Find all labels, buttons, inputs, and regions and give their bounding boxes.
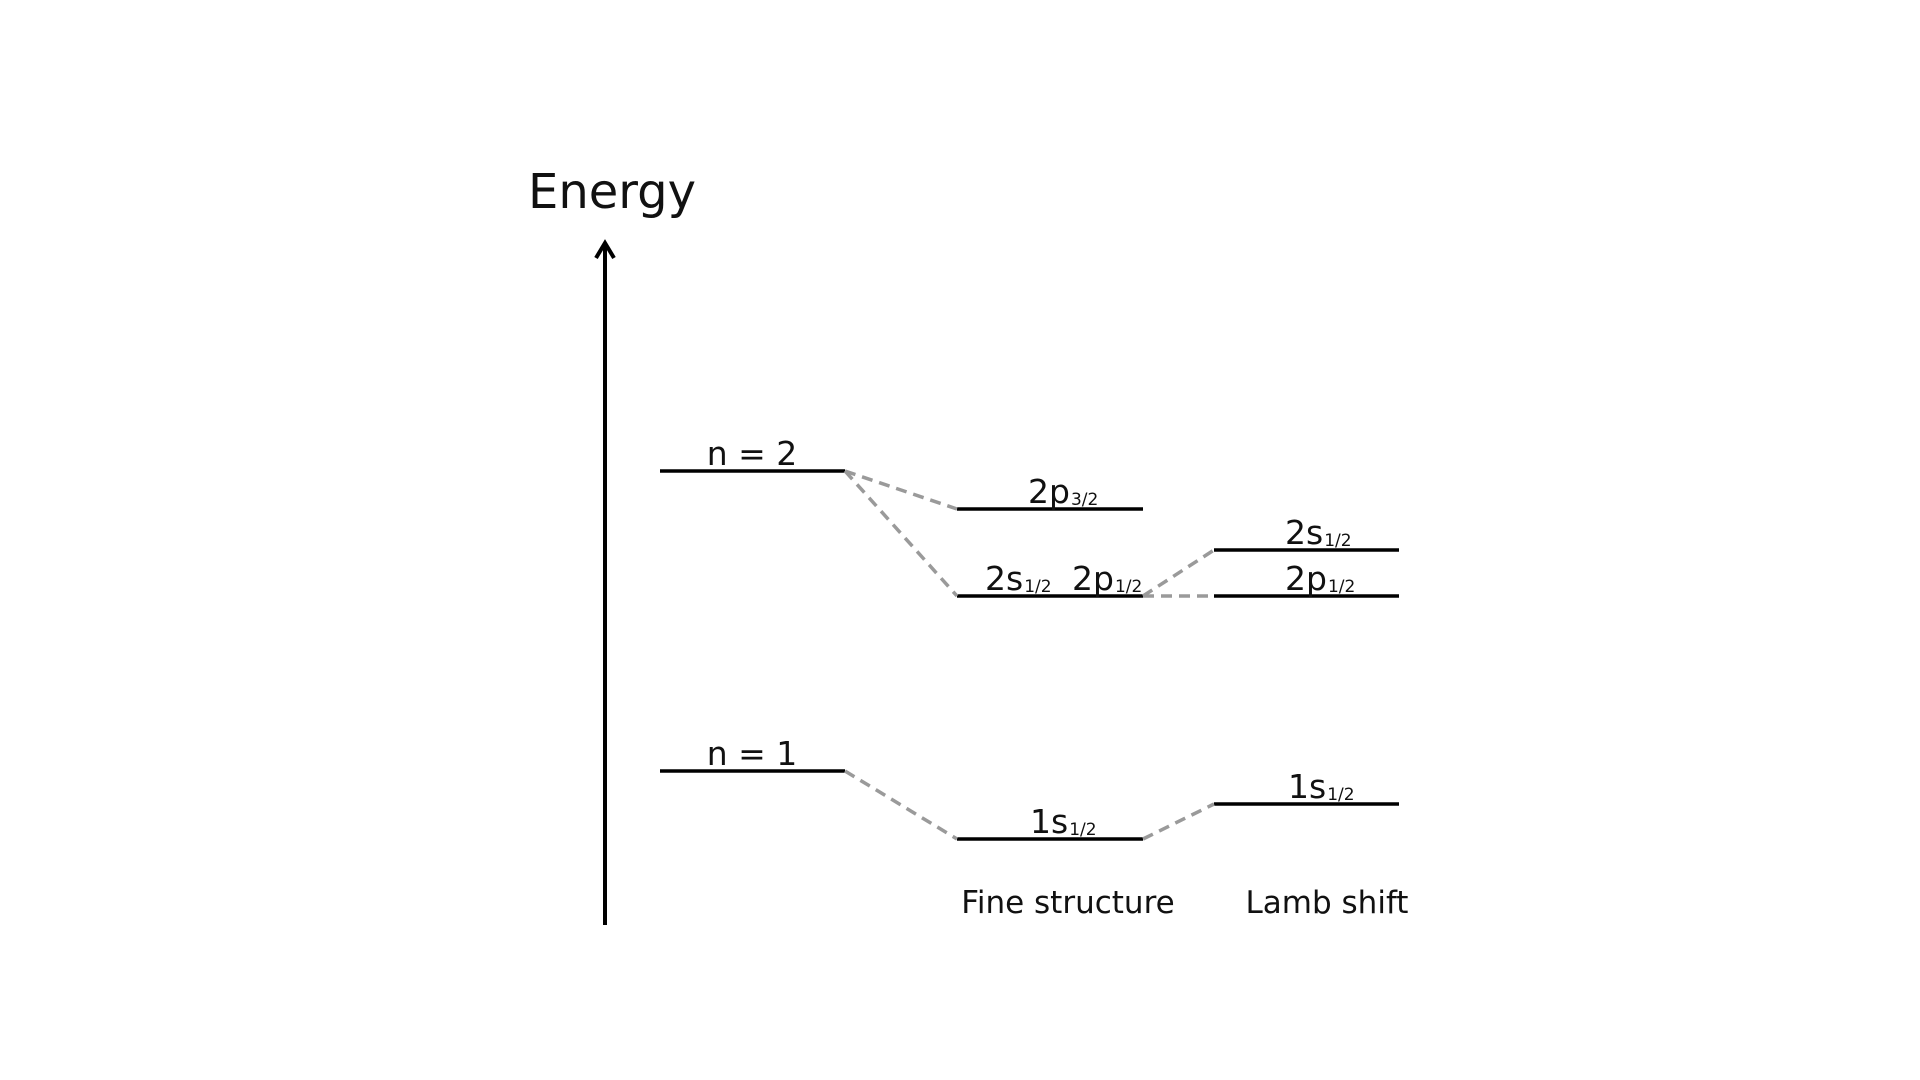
energy-axis (594, 239, 616, 925)
level-fine-2p12-sub: 1/2 (1115, 577, 1142, 597)
connector-n1-to-1s12 (844, 769, 958, 841)
connector-n2-to-2s12-2p12 (843, 469, 959, 598)
level-lamb-1s12-sub: 1/2 (1327, 785, 1354, 805)
level-fine-1s12-sub: 1/2 (1069, 820, 1096, 840)
level-lamb-1s12-label: 1s1/2 (1288, 767, 1355, 806)
level-lamb-2s12-label: 2s1/2 (1285, 513, 1352, 552)
level-lamb-2s12-main: 2s (1285, 513, 1323, 552)
connector-fine-to-lamb-1s12 (1142, 802, 1215, 841)
level-fine-2s12-label: 2s1/2 (985, 559, 1052, 598)
connector-fine-to-lamb-2s12 (1142, 548, 1215, 598)
level-fine-2p32-main: 2p (1028, 472, 1070, 511)
level-lamb-2p12-label: 2p1/2 (1285, 559, 1355, 598)
level-lamb-2p12-sub: 1/2 (1328, 577, 1355, 597)
lamb-shift-caption: Lamb shift (1246, 885, 1409, 921)
level-fine-2s12-sub: 1/2 (1024, 577, 1051, 597)
level-fine-1s12-label: 1s1/2 (1030, 802, 1097, 841)
level-fine-2p12-main: 2p (1072, 559, 1114, 598)
level-fine-2s12-main: 2s (985, 559, 1023, 598)
level-lamb-2s12-sub: 1/2 (1324, 531, 1351, 551)
level-fine-1s12-main: 1s (1030, 802, 1068, 841)
level-lamb-2p12-main: 2p (1285, 559, 1327, 598)
connector-n2-to-2p32 (844, 469, 958, 511)
energy-axis-arrowhead-icon (594, 239, 616, 260)
level-lamb-1s12-main: 1s (1288, 767, 1326, 806)
level-fine-2p32-sub: 3/2 (1071, 490, 1098, 510)
energy-axis-label: Energy (528, 164, 696, 220)
level-n1-label: n = 1 (707, 734, 798, 773)
level-n2-label: n = 2 (707, 434, 798, 473)
fine-structure-caption: Fine structure (961, 885, 1174, 921)
level-fine-2p32-label: 2p3/2 (1028, 472, 1098, 511)
level-fine-2p12-label: 2p1/2 (1072, 559, 1142, 598)
